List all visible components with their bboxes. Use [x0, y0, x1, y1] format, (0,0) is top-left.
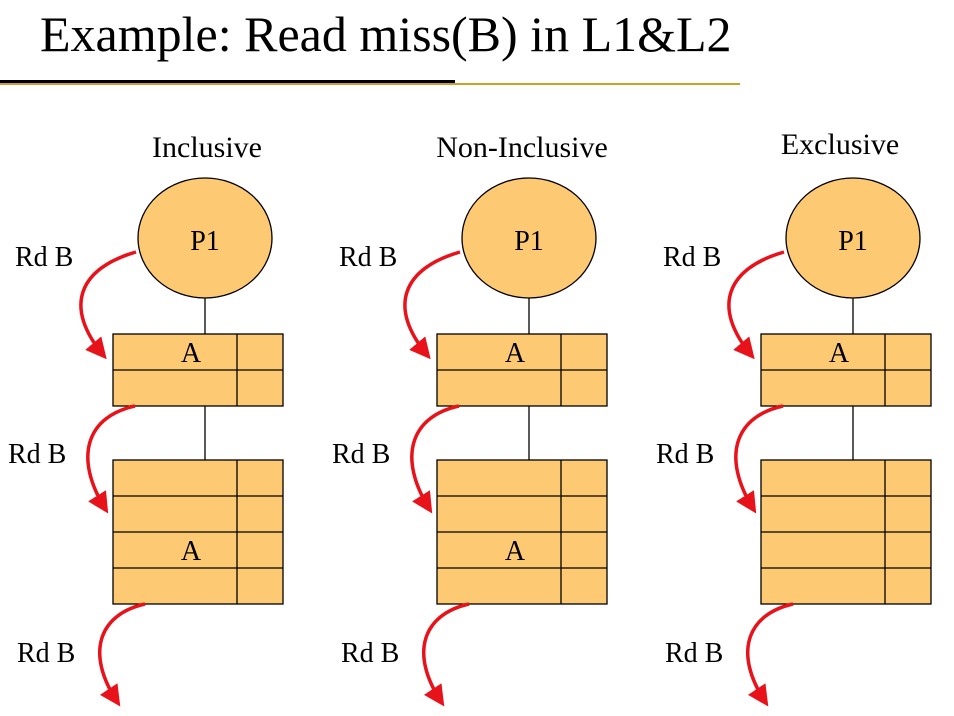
- request-label-to-memory: Rd B: [665, 638, 723, 669]
- read-request-arrow-to-l1: [727, 250, 785, 360]
- read-request-arrow-to-l2: [734, 404, 784, 514]
- processor-node: [461, 177, 597, 299]
- read-request-arrow-to-memory: [98, 602, 146, 707]
- request-label-to-memory: Rd B: [341, 638, 399, 669]
- read-request-arrow-to-memory: [422, 602, 470, 707]
- title-underline: [0, 80, 455, 83]
- request-label-to-l2: Rd B: [656, 439, 714, 470]
- l2-cache-block-label: A: [181, 536, 202, 567]
- slide-title: Example: Read miss(B) in L1&L2: [40, 6, 732, 62]
- request-label-to-l1: Rd B: [15, 242, 73, 273]
- request-label-to-l2: Rd B: [332, 439, 390, 470]
- l1-cache-block-label: A: [829, 338, 850, 369]
- read-request-arrow-to-l1: [79, 250, 137, 360]
- l1-cache-block-label: A: [505, 338, 526, 369]
- column-heading: Non-Inclusive: [436, 131, 608, 164]
- title-underline-accent: [0, 83, 740, 85]
- read-request-arrow-to-memory: [746, 602, 794, 707]
- processor-label: P1: [838, 226, 868, 257]
- read-request-arrow-to-l2: [86, 404, 136, 514]
- request-label-to-l1: Rd B: [339, 242, 397, 273]
- l1-cache-block-label: A: [181, 338, 202, 369]
- read-request-arrow-to-l2: [410, 404, 460, 514]
- processor-node: [785, 177, 921, 299]
- processor-node: [137, 177, 273, 299]
- read-request-arrow-to-l1: [403, 250, 461, 360]
- column-heading: Exclusive: [781, 128, 899, 161]
- column-heading: Inclusive: [152, 131, 262, 164]
- request-label-to-memory: Rd B: [17, 638, 75, 669]
- processor-label: P1: [514, 226, 544, 257]
- processor-label: P1: [190, 226, 220, 257]
- l2-cache-block-label: A: [505, 536, 526, 567]
- request-label-to-l2: Rd B: [8, 439, 66, 470]
- request-label-to-l1: Rd B: [663, 242, 721, 273]
